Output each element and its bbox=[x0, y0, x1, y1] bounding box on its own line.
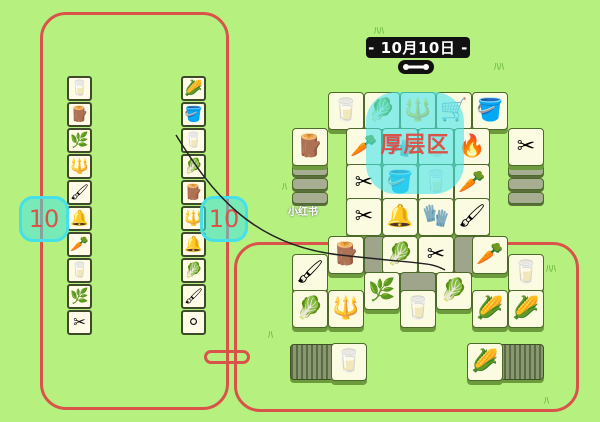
cabbage-icon[interactable]: 🥬 bbox=[436, 272, 472, 310]
stacked-tile-under bbox=[508, 178, 544, 190]
thick-layer-label: 厚层区 bbox=[380, 133, 450, 158]
milk-bottle-icon[interactable]: 🥛 bbox=[508, 254, 544, 292]
tree-stump-icon[interactable]: 🪵 bbox=[292, 128, 328, 166]
milk-bottle-icon[interactable]: 🥛 bbox=[181, 128, 206, 153]
stacked-tile-under bbox=[508, 192, 544, 204]
grass-decoration: ﾊﾊ bbox=[374, 26, 384, 37]
brush-icon[interactable]: 🖌 bbox=[292, 254, 328, 292]
left-deck-top-milk-bottle-icon[interactable]: 🥛 bbox=[331, 343, 367, 381]
bell-icon[interactable]: 🔔 bbox=[67, 206, 92, 231]
tree-stump-icon[interactable]: 🪵 bbox=[67, 102, 92, 127]
corn-icon[interactable]: 🌽 bbox=[472, 290, 508, 328]
left-stack-count-label: 10 bbox=[19, 196, 69, 242]
carrot-icon[interactable]: 🥕 bbox=[67, 232, 92, 257]
cabbage-icon[interactable]: 🥬 bbox=[382, 236, 418, 274]
bucket-icon[interactable]: 🪣 bbox=[472, 92, 508, 130]
grass-icon[interactable]: 🌿 bbox=[364, 272, 400, 310]
grass-decoration: ﾊﾊ bbox=[494, 62, 504, 73]
pruning-shears-icon[interactable]: ✂ bbox=[508, 128, 544, 166]
date-badge: - 10月10日 - bbox=[366, 37, 470, 58]
glove-icon[interactable]: 🧤 bbox=[418, 198, 454, 236]
pruning-shears-icon[interactable]: ✂ bbox=[346, 198, 382, 236]
milk-bottle-icon[interactable]: 🥛 bbox=[67, 76, 92, 101]
cabbage-icon[interactable]: 🥬 bbox=[181, 258, 206, 283]
region-connector-link bbox=[204, 350, 250, 364]
count-text: 10 bbox=[208, 205, 240, 233]
cabbage-icon[interactable]: 🥬 bbox=[292, 290, 328, 328]
corn-icon[interactable]: 🌽 bbox=[508, 290, 544, 328]
watermark: 小红书 bbox=[288, 207, 318, 218]
grass-decoration: ﾊﾊ bbox=[546, 264, 556, 275]
stacked-tile-under bbox=[292, 178, 328, 190]
thick-layer-zone-highlight: 厚层区 bbox=[366, 92, 464, 194]
tree-stump-icon[interactable]: 🪵 bbox=[328, 236, 364, 274]
mid-stack-count-label: 10 bbox=[200, 196, 248, 242]
pruning-shears-icon[interactable]: ✂ bbox=[67, 310, 92, 335]
milk-bottle-icon[interactable]: 🥛 bbox=[67, 258, 92, 283]
garden-fork-icon[interactable]: 🔱 bbox=[328, 290, 364, 328]
garden-fork-icon[interactable]: 🔱 bbox=[67, 154, 92, 179]
pruning-shears-icon[interactable]: ✂ bbox=[418, 236, 454, 274]
brush-icon[interactable]: 🖌 bbox=[67, 180, 92, 205]
grass-decoration: ﾊ bbox=[544, 396, 549, 407]
grass-decoration: ﾊ bbox=[282, 182, 287, 193]
brush-icon[interactable]: 🖌 bbox=[454, 198, 490, 236]
bucket-icon[interactable]: 🪣 bbox=[181, 102, 206, 127]
right-deck-pile[interactable] bbox=[498, 344, 544, 380]
grass-icon[interactable]: 🌿 bbox=[67, 128, 92, 153]
milk-bottle-icon[interactable]: 🥛 bbox=[400, 290, 436, 328]
right-deck-top-corn-icon[interactable]: 🌽 bbox=[467, 343, 503, 381]
corn-icon[interactable]: 🌽 bbox=[181, 76, 206, 101]
brush-icon[interactable]: 🖌 bbox=[181, 284, 206, 309]
carrot-icon[interactable]: 🥕 bbox=[472, 236, 508, 274]
count-text: 10 bbox=[28, 205, 60, 233]
cotton-ball-icon[interactable]: ⚪ bbox=[181, 310, 206, 335]
bell-icon[interactable]: 🔔 bbox=[382, 198, 418, 236]
grass-icon[interactable]: 🌿 bbox=[67, 284, 92, 309]
grass-decoration: ﾊ bbox=[268, 330, 273, 341]
milk-bottle-icon[interactable]: 🥛 bbox=[328, 92, 364, 130]
cabbage-icon[interactable]: 🥬 bbox=[181, 154, 206, 179]
bone-icon[interactable] bbox=[398, 60, 434, 74]
